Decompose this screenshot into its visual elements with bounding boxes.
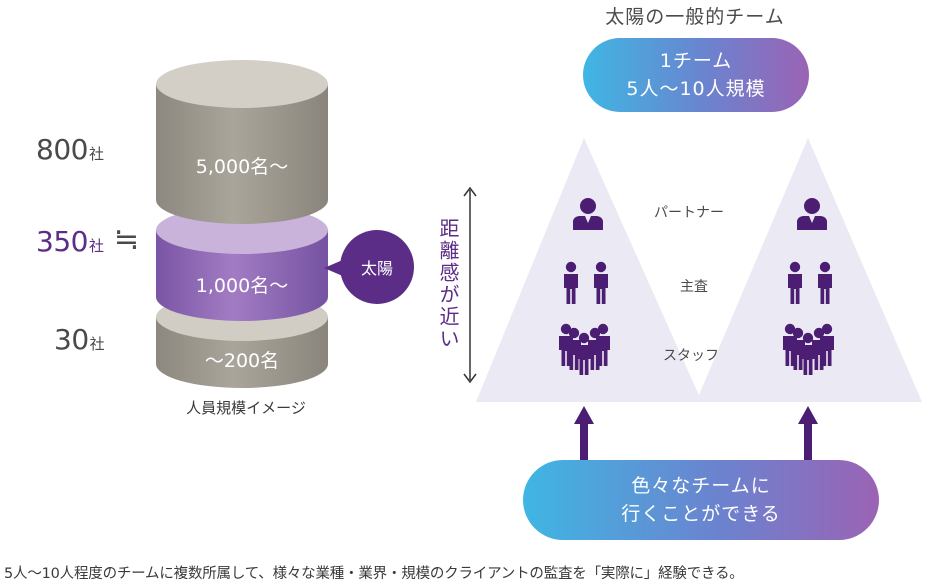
firm-count-number: 30 — [54, 323, 89, 356]
approx-symbol: ≒ — [114, 222, 140, 257]
firm-count-unit: 社 — [88, 237, 104, 255]
team-diagram — [476, 138, 922, 460]
firm-count-unit: 社 — [88, 145, 104, 163]
tier-label-mid: 1,000名〜 — [195, 275, 289, 297]
mobility-line1: 色々なチームに — [631, 475, 771, 497]
distance-arrow — [463, 186, 477, 384]
cylinder-tier-large — [156, 60, 328, 224]
taiyo-badge: 太陽 — [340, 230, 414, 304]
team-triangle-left — [476, 138, 702, 402]
taiyo-badge-label: 太陽 — [360, 259, 393, 278]
firm-count-number: 350 — [36, 225, 88, 258]
arrow-up-icon — [574, 406, 594, 460]
team-size-line1: 1チーム — [659, 50, 733, 72]
distance-label: 距離感が近い — [436, 218, 460, 350]
firm-count-mid: 350社 — [36, 225, 104, 258]
role-label-staff: スタッフ — [663, 348, 719, 364]
tier-label-small: 〜200名 — [204, 350, 280, 372]
firm-count-number: 800 — [36, 133, 88, 166]
right-title: 太陽の一般的チーム — [605, 6, 785, 28]
team-size-pill: 1チーム 5人〜10人規模 — [583, 38, 809, 112]
tier-label-large: 5,000名〜 — [195, 156, 289, 178]
team-triangle-right — [696, 138, 922, 402]
left-caption: 人員規模イメージ — [186, 399, 306, 417]
firm-count-small: 30社 — [54, 323, 105, 356]
mobility-pill: 色々なチームに 行くことができる — [523, 460, 879, 540]
role-label-manager: 主査 — [680, 279, 708, 295]
footer-note: 5人〜10人程度のチームに複数所属して、様々な業種・業界・規模のクライアントの監… — [4, 566, 744, 582]
team-size-line2: 5人〜10人規模 — [626, 78, 766, 100]
mobility-line2: 行くことができる — [621, 503, 781, 525]
cylinder-stack — [156, 60, 328, 388]
role-label-partner: パートナー — [654, 205, 724, 221]
firm-count-large: 800社 — [36, 133, 104, 166]
firm-count-unit: 社 — [89, 335, 105, 353]
arrow-up-icon — [798, 406, 818, 460]
